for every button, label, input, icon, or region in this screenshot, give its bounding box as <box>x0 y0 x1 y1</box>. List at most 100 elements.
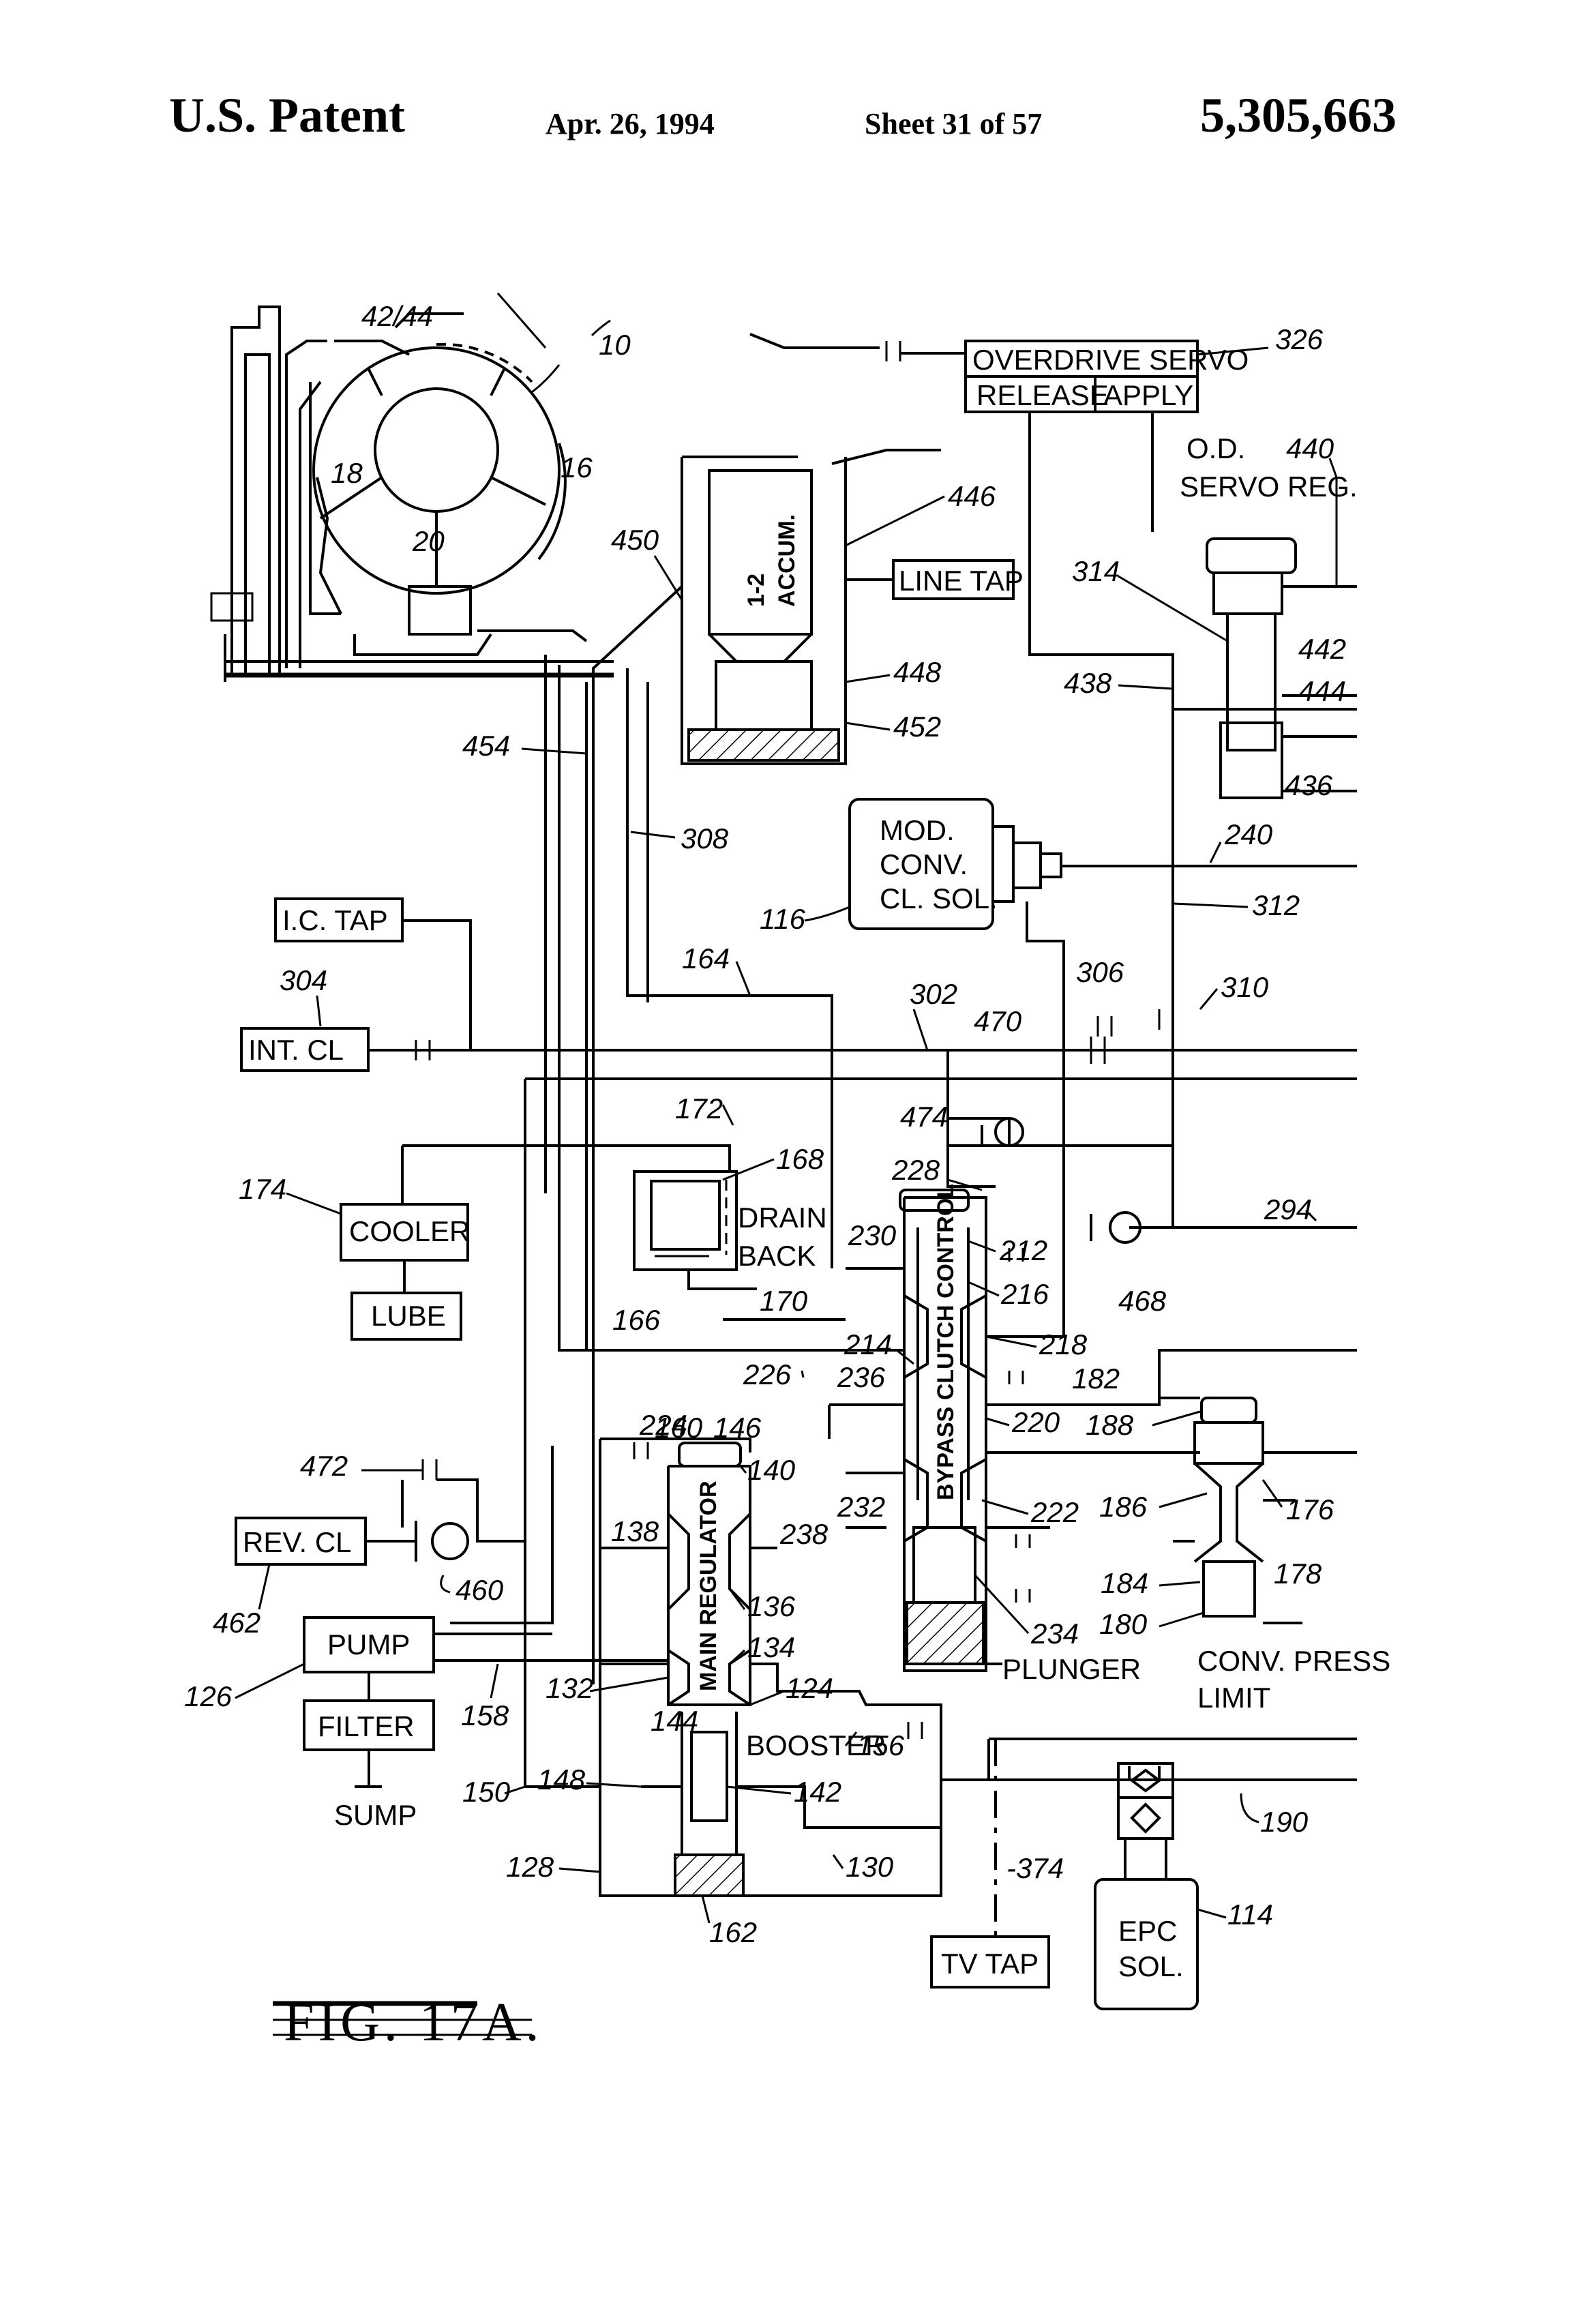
mod-label-3: CL. SOL. <box>880 882 998 914</box>
torque-converter: 42/44 10 18 20 16 <box>210 293 631 682</box>
mod-conv-cl-solenoid: MOD. CONV. CL. SOL. 116 240 312 <box>760 798 1357 1227</box>
ref-216: 216 <box>1000 1278 1049 1310</box>
tv-tap-epc-solenoid: -374 TV TAP EPC SOL. 114 190 <box>930 1738 1357 2010</box>
ref-236: 236 <box>837 1361 886 1393</box>
ref-442: 442 <box>1298 633 1346 665</box>
ref-172: 172 <box>675 1092 723 1124</box>
ref-228: 228 <box>891 1154 940 1186</box>
ic-tap-int-cl: I.C. TAP 304 INT. CL <box>240 897 472 1072</box>
main-regulator-valve: MAIN REGULATOR 224 226 160 146 140 138 1… <box>450 1358 942 1948</box>
conv-press-label: CONV. PRESS <box>1197 1645 1390 1677</box>
ref-126: 126 <box>184 1680 233 1712</box>
pump-label: PUMP <box>327 1628 410 1660</box>
patent-title: U.S. Patent <box>169 88 405 143</box>
ref-142: 142 <box>794 1776 841 1808</box>
ref-374: -374 <box>1006 1852 1064 1884</box>
accum-label-2: ACCUM. <box>774 514 800 607</box>
rev-cl-circuit: 472 460 REV. CL 462 <box>213 1450 525 1639</box>
figure-caption-text: FIG. 17A. <box>284 1993 543 2053</box>
figure-caption: FIG. 17A. <box>273 1993 543 2053</box>
ref-304: 304 <box>280 964 327 996</box>
ref-226: 226 <box>743 1358 792 1390</box>
ref-448: 448 <box>893 656 942 688</box>
ref-190: 190 <box>1260 1806 1309 1838</box>
ref-146: 146 <box>713 1412 762 1444</box>
cooler-lube: 172 174 COOLER LUBE <box>239 1092 734 1341</box>
hydraulic-lines: 454 308 164 306 302 470 310 294 <box>368 655 1357 1534</box>
line-tap-label: LINE TAP <box>899 565 1024 597</box>
overdrive-servo-label: OVERDRIVE SERVO <box>972 344 1249 376</box>
ref-474: 474 <box>900 1101 948 1133</box>
ref-470: 470 <box>974 1005 1022 1037</box>
ref-444: 444 <box>1298 675 1346 707</box>
ref-134: 134 <box>747 1631 795 1663</box>
sump-label: SUMP <box>334 1799 417 1831</box>
ref-214: 214 <box>844 1328 892 1360</box>
ref-144: 144 <box>651 1705 698 1737</box>
tv-tap-label: TV TAP <box>941 1948 1039 1980</box>
ref-232: 232 <box>837 1491 885 1523</box>
ref-168: 168 <box>776 1143 824 1175</box>
booster-label: BOOSTER <box>746 1729 886 1761</box>
ref-230: 230 <box>848 1219 897 1251</box>
ref-150: 150 <box>462 1776 511 1808</box>
drain-back-valve: DRAIN BACK 168 166 170 <box>612 1143 846 1336</box>
plunger-label: PLUNGER <box>1002 1653 1141 1685</box>
ref-446: 446 <box>948 480 996 512</box>
ref-238: 238 <box>779 1518 829 1550</box>
ref-222: 222 <box>1030 1496 1079 1528</box>
apply-label: APPLY <box>1103 379 1193 411</box>
ref-156: 156 <box>856 1729 905 1761</box>
ref-224: 224 <box>639 1409 687 1441</box>
ref-178: 178 <box>1274 1558 1322 1590</box>
ref-180: 180 <box>1099 1608 1148 1640</box>
ref-184: 184 <box>1101 1567 1148 1599</box>
ref-310: 310 <box>1221 971 1269 1003</box>
ref-148: 148 <box>537 1763 586 1796</box>
bypass-clutch-control-label: BYPASS CLUTCH CONTROL <box>933 1184 959 1500</box>
ref-162: 162 <box>709 1916 757 1948</box>
ref-440: 440 <box>1286 432 1334 464</box>
ref-128: 128 <box>506 1851 554 1883</box>
od-servo-regulator: O.D. SERVO REG. 440 314 442 444 438 436 <box>1064 432 1358 801</box>
ref-462: 462 <box>213 1607 260 1639</box>
mod-label-1: MOD. <box>880 814 955 846</box>
ref-136: 136 <box>747 1590 796 1622</box>
epc-sol-label: SOL. <box>1118 1950 1184 1982</box>
ref-326: 326 <box>1275 323 1324 355</box>
rev-cl-label: REV. CL <box>243 1526 352 1558</box>
accum-label-1: 1-2 <box>743 573 769 607</box>
ref-460: 460 <box>456 1574 504 1606</box>
ic-tap-label: I.C. TAP <box>282 904 388 936</box>
servo-reg-label: SERVO REG. <box>1180 471 1358 503</box>
int-cl-label: INT. CL <box>248 1034 344 1066</box>
ref-220: 220 <box>1011 1406 1060 1438</box>
ref-164: 164 <box>682 942 730 974</box>
conv-press-limit-valve: 188 182 186 176 184 178 180 CONV. PRESS … <box>1072 1350 1390 1714</box>
ref-438: 438 <box>1064 667 1112 699</box>
ref-468: 468 <box>1118 1285 1167 1317</box>
ref-140: 140 <box>747 1454 796 1486</box>
ref-138: 138 <box>611 1515 659 1547</box>
patent-date: Apr. 26, 1994 <box>546 107 715 140</box>
ref-188: 188 <box>1086 1409 1134 1441</box>
check-valves: 474 468 <box>900 1101 1167 1317</box>
epc-label: EPC <box>1118 1915 1177 1947</box>
ref-212: 212 <box>999 1234 1047 1266</box>
ref-124: 124 <box>786 1672 833 1704</box>
ref-306: 306 <box>1076 956 1124 988</box>
ref-314: 314 <box>1072 555 1120 587</box>
accumulator-1-2: 1-2 ACCUM. LINE TAP 446 450 448 452 <box>592 449 1024 1684</box>
ref-16: 16 <box>561 451 593 483</box>
ref-116: 116 <box>760 903 806 935</box>
back-label: BACK <box>738 1240 816 1272</box>
main-regulator-label: MAIN REGULATOR <box>696 1480 721 1691</box>
ref-234: 234 <box>1030 1618 1079 1650</box>
conv-limit-label: LIMIT <box>1197 1682 1270 1714</box>
ref-132: 132 <box>546 1672 593 1704</box>
ref-114: 114 <box>1227 1898 1273 1931</box>
ref-294: 294 <box>1264 1193 1312 1225</box>
bypass-clutch-control-valve: BYPASS CLUTCH CONTROL 228 212 230 216 21… <box>779 1154 1357 1685</box>
patent-number: 5,305,663 <box>1200 88 1397 143</box>
cooler-label: COOLER <box>349 1215 470 1247</box>
